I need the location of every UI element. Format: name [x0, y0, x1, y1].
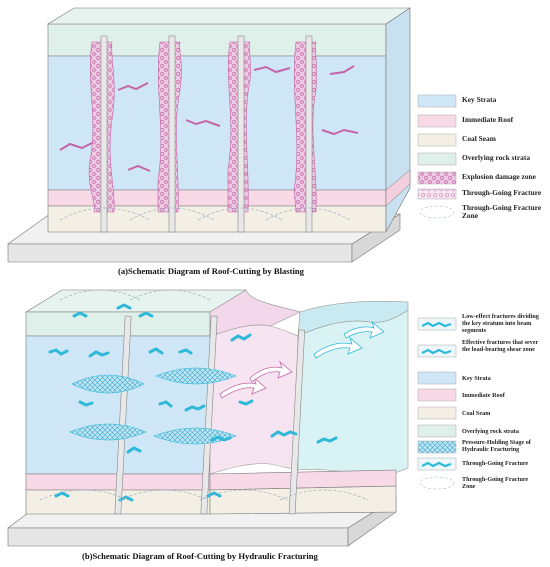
- legend-a-explosion: Explosion damage zone: [462, 172, 536, 181]
- legend-b-low: Low-effect fractures dividing the key st…: [462, 313, 539, 334]
- floor-front-b: [7, 527, 349, 547]
- block-top: [46, 7, 411, 25]
- legend-a-imm: Immediate Roof: [462, 115, 514, 124]
- figure-a-block: [7, 7, 411, 263]
- block-side-pink: [385, 169, 411, 207]
- left-block-top: [24, 289, 248, 313]
- legend-b-imm: Immediate Roof: [462, 392, 505, 399]
- legend-b-key: Key Strata: [462, 375, 491, 382]
- legend-a-swatches: [417, 94, 457, 219]
- figure-b-block: [7, 289, 409, 547]
- right-slab-top: [297, 301, 409, 337]
- boreholes-b: [114, 315, 306, 515]
- floor-front: [7, 243, 353, 263]
- legend-b-eff: Effective fractures that sever the load-…: [462, 339, 539, 353]
- boreholes-a: [100, 35, 313, 233]
- legend-b-tgf: Through-Going Fracture: [462, 460, 529, 467]
- legend-b-coal: Coal Seam: [462, 410, 491, 417]
- legend-a-tgf: Through-Going Fracture: [462, 188, 542, 197]
- legend-a-tgfz: Through-Going Fracture Zone: [462, 203, 542, 221]
- arrows: [219, 320, 385, 399]
- left-overlying-front: [25, 311, 211, 337]
- legend-b-over: Overlying rock strata: [462, 428, 519, 435]
- legend-a-key: Key Strata: [462, 95, 497, 104]
- cyan-fractures: [48, 303, 338, 502]
- middle-curved-slab: [209, 324, 299, 475]
- right-coal-front: [209, 485, 397, 515]
- legend-b-tgfz: Through-Going Fracture Zone: [462, 476, 529, 490]
- legend-a-coal: Coal Seam: [462, 134, 496, 143]
- tgf-zone-arcs-b: [39, 289, 369, 501]
- pressure-lenses: [69, 367, 237, 445]
- legend-a-over: Overlying rock strata: [462, 153, 531, 162]
- caption-a: (a)Schematic Diagram of Roof-Cutting by …: [118, 266, 304, 276]
- tgf-zone-arcs-a: [59, 207, 351, 221]
- caption-b: (b)Schematic Diagram of Roof-Cutting by …: [82, 551, 318, 561]
- legend-b-press: Pressure-Holding Stage of Hydraulic Frac…: [462, 439, 531, 453]
- legend-b-swatches: [417, 317, 457, 490]
